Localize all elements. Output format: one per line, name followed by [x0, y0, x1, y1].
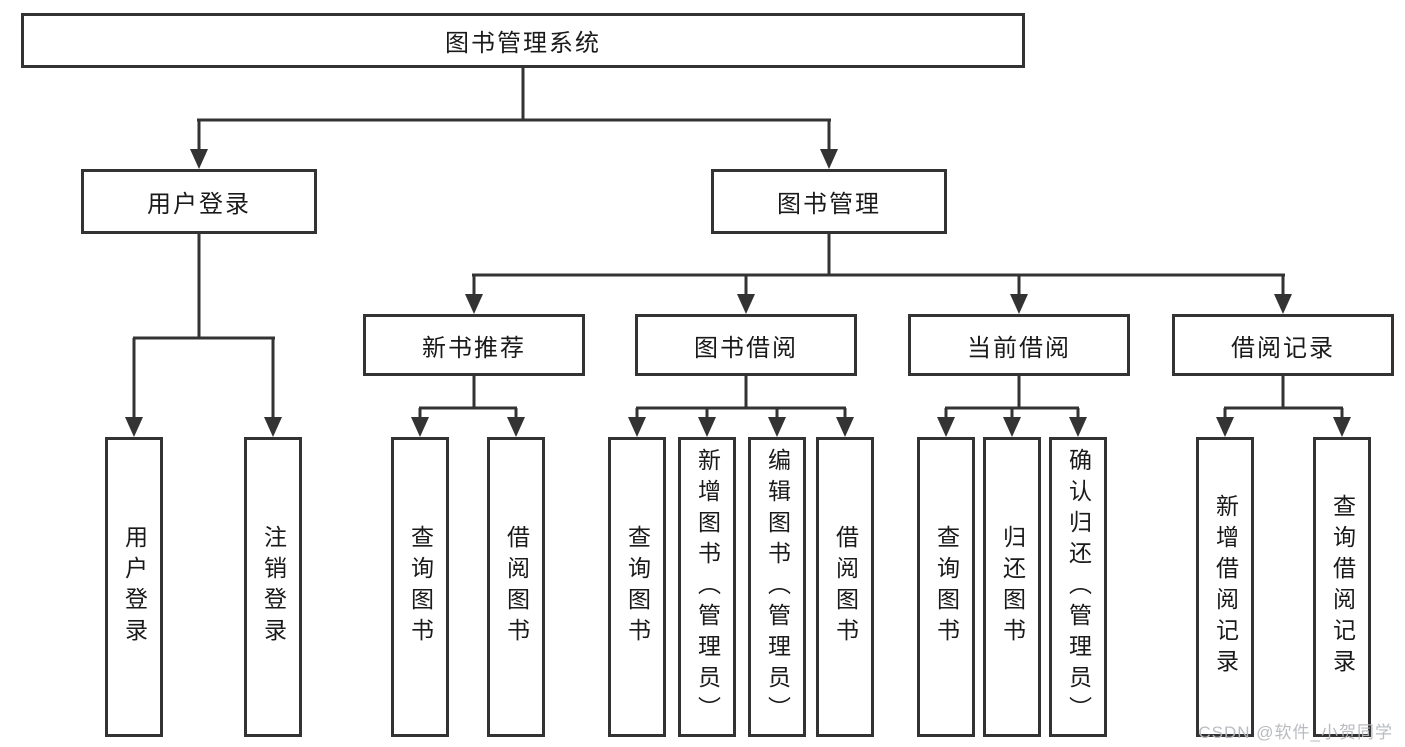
edge-root-to-level2: [197, 68, 831, 152]
node-new-book-recommend-label: 新书推荐: [422, 334, 526, 362]
leaf-add-book-admin: 新增图书（管理员）: [678, 437, 736, 737]
node-book-borrow-label: 图书借阅: [694, 334, 798, 362]
edge-current-borrow-to-leaves: [944, 376, 1080, 421]
leaf-query-books-borrow: 查询图书: [608, 437, 666, 737]
leaf-borrow-books-label: 借阅图书: [832, 525, 859, 649]
leaf-edit-book-admin-label: 编辑图书（管理员）: [764, 447, 791, 727]
edge-book-management-to-level3: [472, 234, 1285, 298]
leaf-query-books-borrow-label: 查询图书: [624, 525, 651, 649]
leaf-query-books-recommend: 查询图书: [391, 437, 449, 737]
leaf-borrow-books-recommend: 借阅图书: [487, 437, 545, 737]
leaf-edit-book-admin: 编辑图书（管理员）: [748, 437, 806, 737]
node-root: 图书管理系统: [21, 13, 1025, 68]
leaf-query-borrow-record: 查询借阅记录: [1313, 437, 1371, 737]
node-borrow-records: 借阅记录: [1172, 314, 1394, 376]
node-book-management: 图书管理: [711, 169, 947, 234]
leaf-borrow-books: 借阅图书: [816, 437, 874, 737]
leaf-confirm-return-admin-label: 确认归还（管理员）: [1065, 447, 1092, 727]
node-current-borrow: 当前借阅: [908, 314, 1130, 376]
leaf-logout: 注销登录: [244, 437, 302, 737]
node-book-management-label: 图书管理: [777, 191, 881, 218]
leaf-query-books-recommend-label: 查询图书: [407, 525, 434, 649]
edge-new-book-recommend-to-leaves: [418, 376, 518, 421]
node-user-login: 用户登录: [81, 169, 317, 234]
leaf-add-borrow-record: 新增借阅记录: [1196, 437, 1254, 737]
leaf-query-books-current-label: 查询图书: [933, 525, 960, 649]
edge-user-login-to-leaves: [132, 234, 275, 421]
watermark-text: CSDN @软件_小贺同学: [1198, 723, 1393, 742]
leaf-borrow-books-recommend-label: 借阅图书: [503, 525, 530, 649]
node-root-label: 图书管理系统: [445, 30, 601, 57]
edge-borrow-records-to-leaves: [1223, 376, 1344, 421]
edge-book-borrow-to-leaves: [635, 376, 847, 421]
node-new-book-recommend: 新书推荐: [363, 314, 585, 376]
node-borrow-records-label: 借阅记录: [1231, 334, 1335, 362]
node-current-borrow-label: 当前借阅: [967, 334, 1071, 362]
leaf-confirm-return-admin: 确认归还（管理员）: [1049, 437, 1107, 737]
leaf-add-borrow-record-label: 新增借阅记录: [1212, 494, 1239, 680]
leaf-query-borrow-record-label: 查询借阅记录: [1329, 494, 1356, 680]
leaf-logout-label: 注销登录: [260, 525, 287, 649]
node-user-login-label: 用户登录: [147, 191, 251, 218]
leaf-query-books-current: 查询图书: [917, 437, 975, 737]
leaf-user-login-label: 用户登录: [121, 525, 148, 649]
leaf-user-login: 用户登录: [105, 437, 163, 737]
node-book-borrow: 图书借阅: [635, 314, 857, 376]
leaf-return-book-label: 归还图书: [999, 525, 1026, 649]
leaf-return-book: 归还图书: [983, 437, 1041, 737]
leaf-add-book-admin-label: 新增图书（管理员）: [694, 447, 721, 727]
